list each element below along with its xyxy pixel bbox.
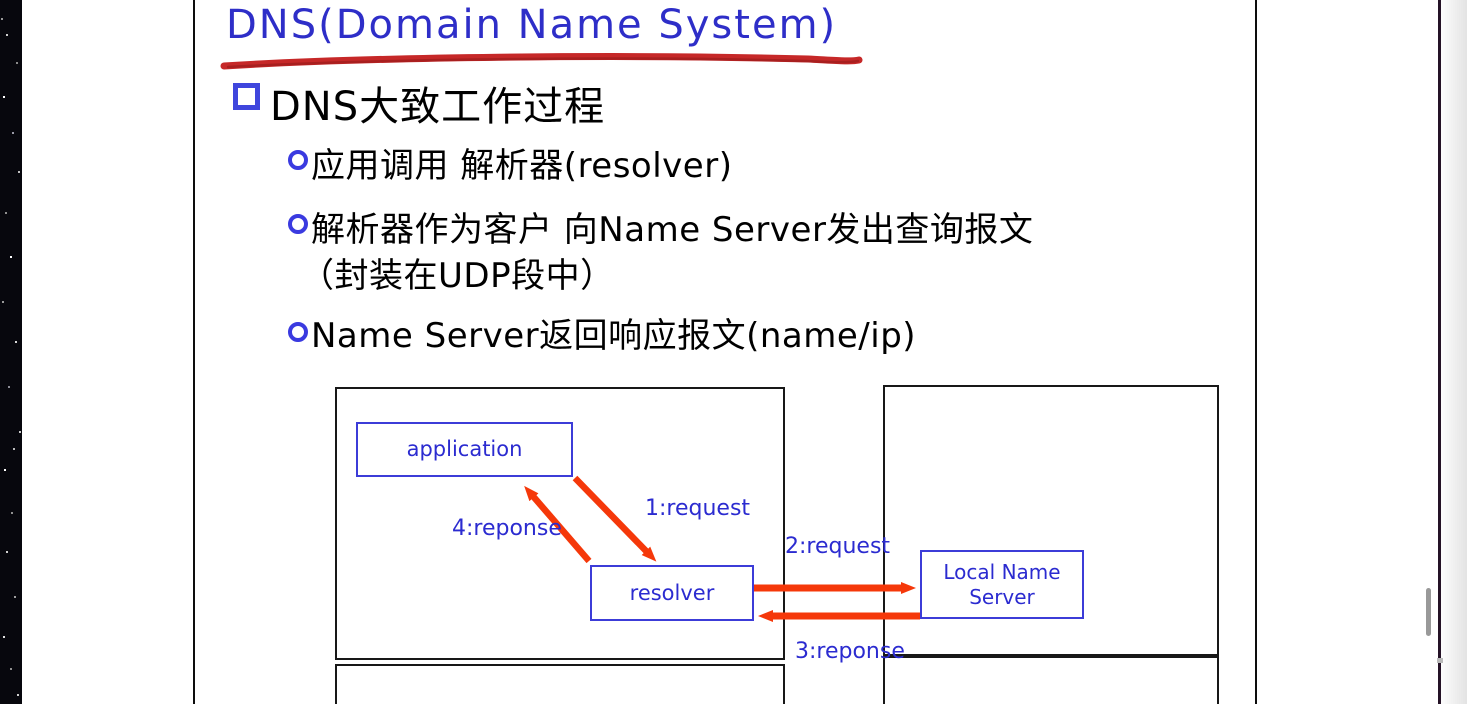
client-host-lower-rect bbox=[335, 664, 785, 704]
application-node-box: application bbox=[356, 422, 573, 477]
application-node-label: application bbox=[406, 437, 523, 462]
slide-left-border-line bbox=[193, 0, 195, 704]
dns-flow-arrows bbox=[524, 475, 920, 622]
slide-right-border-line bbox=[1255, 0, 1257, 704]
local-name-server-node-box: Local Name Server bbox=[920, 550, 1084, 619]
sub-bullet-text: 应用调用 解析器(resolver) bbox=[311, 146, 733, 186]
square-bullet-icon bbox=[233, 83, 260, 110]
title-underline-stroke bbox=[220, 53, 863, 70]
scrollbar-track[interactable] bbox=[1441, 0, 1467, 704]
resolver-node-box: resolver bbox=[590, 565, 754, 621]
circle-bullet-icon bbox=[288, 322, 308, 342]
server-host-upper-rect bbox=[883, 385, 1219, 656]
arrow-label-4-reponse: 4:reponse bbox=[452, 516, 562, 541]
scrollbar-notch bbox=[1437, 658, 1443, 663]
resolver-node-label: resolver bbox=[629, 580, 715, 605]
arrow-label-2-request: 2:request bbox=[785, 534, 891, 559]
right-panel-divider bbox=[1438, 0, 1441, 704]
arrow-4-reponse bbox=[524, 485, 592, 564]
local-name-server-label-line1: Local Name bbox=[943, 559, 1061, 584]
sub-bullet-text: Name Server返回响应报文(name/ip) bbox=[311, 316, 917, 356]
starfield-background bbox=[0, 0, 22, 704]
local-name-server-label-line2: Server bbox=[969, 584, 1035, 609]
circle-bullet-icon bbox=[288, 150, 308, 170]
page-title: DNS(Domain Name System) bbox=[226, 2, 838, 48]
scrollbar-thumb[interactable] bbox=[1426, 588, 1431, 636]
client-host-upper-rect bbox=[335, 387, 785, 660]
server-host-lower-rect bbox=[883, 656, 1219, 704]
arrow-1-request bbox=[572, 475, 657, 562]
sub-bullet-text: 解析器作为客户 向Name Server发出查询报文 bbox=[311, 210, 1034, 250]
circle-bullet-icon bbox=[288, 214, 308, 234]
arrow-label-1-request: 1:request bbox=[645, 496, 751, 521]
sub-bullet-continuation-text: （封装在UDP段中） bbox=[300, 256, 615, 296]
bullet-main-text: DNS大致工作过程 bbox=[270, 84, 606, 130]
arrow-label-3-reponse: 3:reponse bbox=[795, 639, 905, 664]
